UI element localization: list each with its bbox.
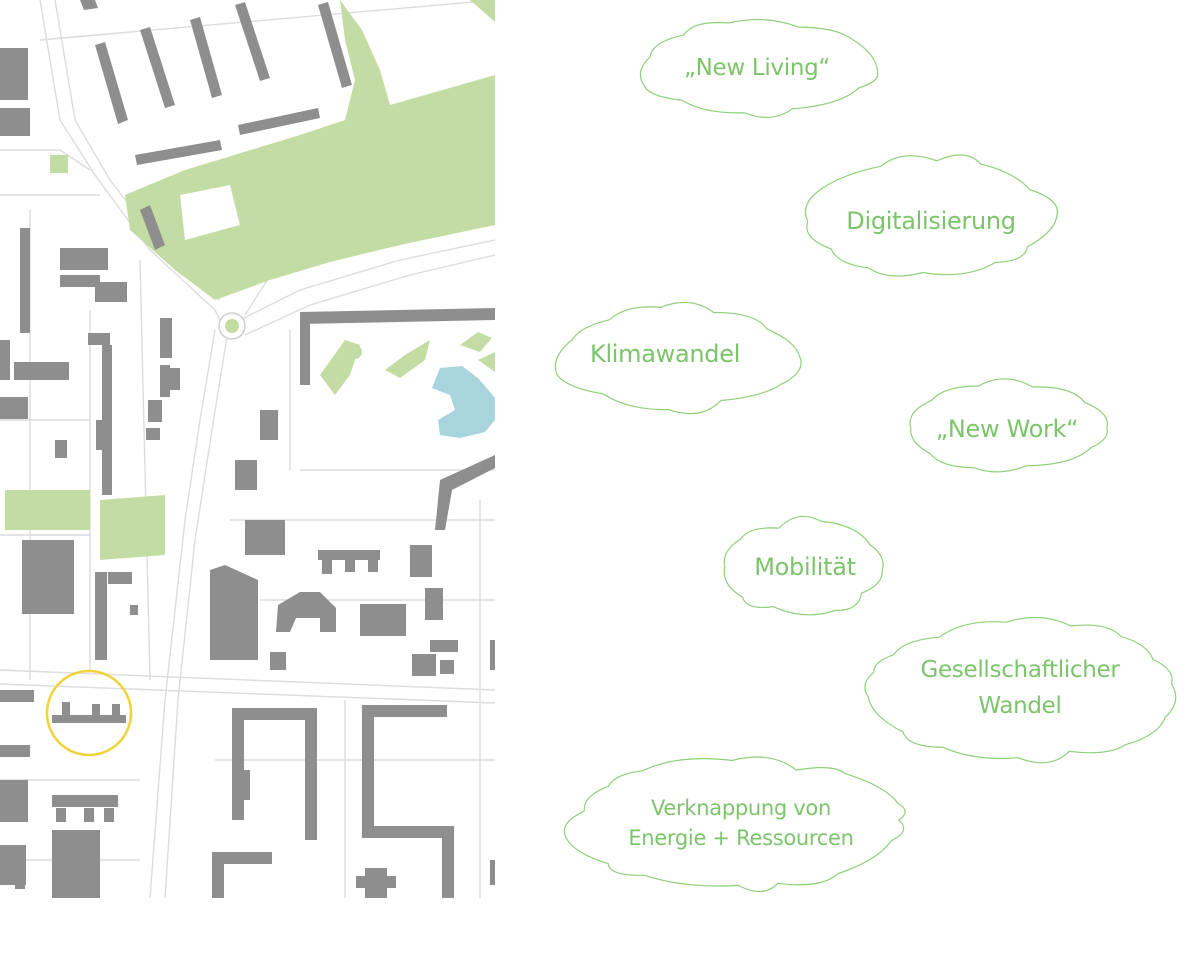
cloud-outline-icon bbox=[723, 515, 884, 616]
circle-marker-icon bbox=[45, 669, 133, 757]
cloud-label: Verknappung von Energie + Ressourcen bbox=[628, 796, 854, 850]
site-map bbox=[0, 0, 495, 898]
cloud-outline-icon bbox=[804, 154, 1059, 277]
site-plan-svg bbox=[0, 0, 495, 898]
street-network bbox=[0, 0, 495, 898]
cloud-gesellschaftlicher-wandel: Gesellschaftlicher Wandel bbox=[852, 612, 1188, 770]
buildings bbox=[0, 0, 495, 898]
cloud-outline-icon bbox=[563, 756, 906, 893]
pond bbox=[432, 366, 495, 438]
cloud-new-living: „New Living“ bbox=[628, 12, 886, 124]
cloud-outline-icon bbox=[864, 616, 1177, 764]
cloud-outline-icon bbox=[554, 301, 802, 415]
roundabout-island bbox=[225, 319, 239, 333]
cloud-mobilitaet: Mobilität bbox=[716, 512, 894, 622]
cloud-label: Klimawandel bbox=[590, 340, 741, 368]
cloud-verknappung: Verknappung von Energie + Ressourcen bbox=[555, 752, 917, 894]
cloud-klimawandel: Klimawandel bbox=[542, 298, 810, 418]
cloud-label: Gesellschaftlicher Wandel bbox=[920, 657, 1120, 719]
cloud-label: „New Living“ bbox=[683, 55, 831, 81]
cloud-new-work: „New Work“ bbox=[896, 374, 1118, 480]
cloud-digitalisierung: Digitalisierung bbox=[795, 148, 1067, 286]
cloud-label: „New Work“ bbox=[935, 415, 1079, 443]
plot-in-park bbox=[180, 185, 240, 240]
cloud-label: Digitalisierung bbox=[846, 207, 1016, 235]
cloud-outline-icon bbox=[639, 19, 879, 118]
cloud-label: Mobilität bbox=[754, 553, 856, 581]
cloud-outline-icon bbox=[909, 378, 1109, 473]
